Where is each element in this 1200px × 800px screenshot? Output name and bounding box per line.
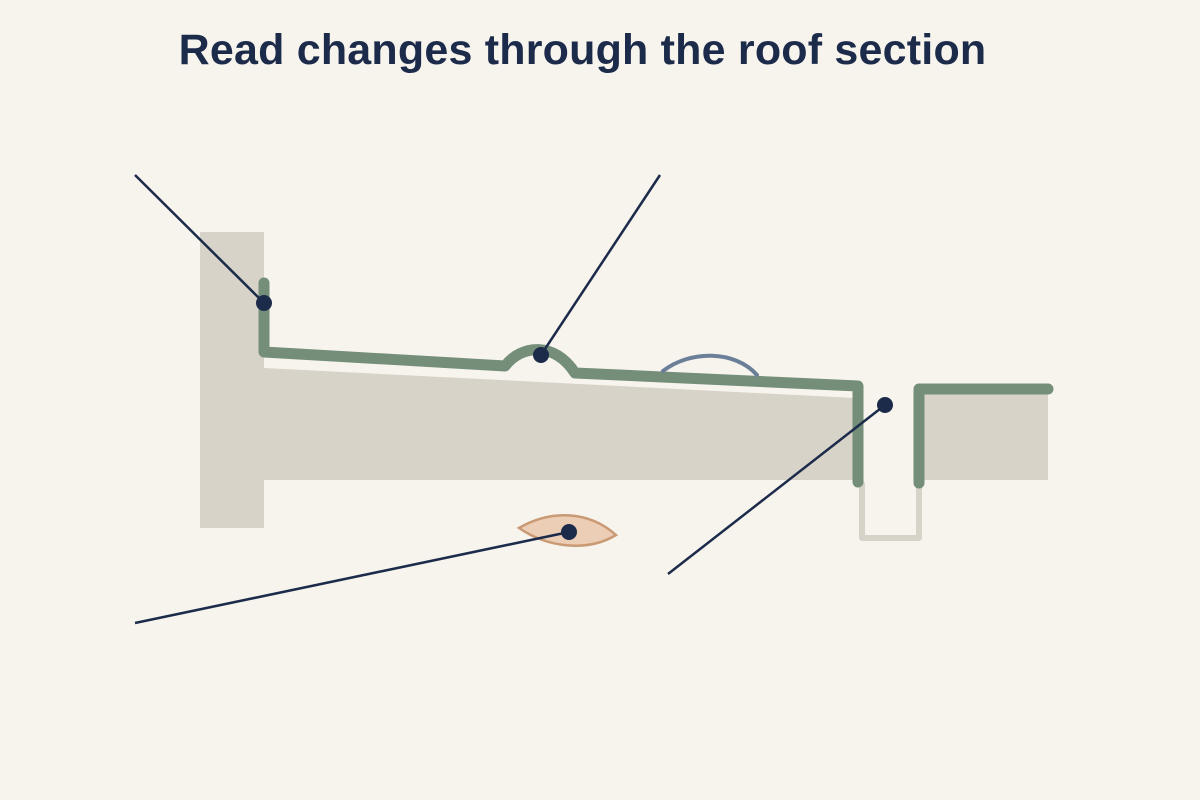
roof-deck-slab xyxy=(264,368,855,480)
underside-stain-marker[interactable] xyxy=(561,524,577,540)
page-title: Read changes through the roof section xyxy=(178,26,987,74)
leader-line xyxy=(134,174,265,304)
adjacent-membrane xyxy=(913,383,1054,489)
adjacent-roof-slab xyxy=(920,390,1048,480)
leader-line xyxy=(134,530,570,625)
membrane-bump-marker[interactable] xyxy=(533,347,549,363)
parapet-wall xyxy=(200,232,264,528)
leader-line xyxy=(539,174,662,356)
rooflight-dome xyxy=(661,353,759,377)
drain-outlet-marker[interactable] xyxy=(877,397,893,413)
callout-markers xyxy=(256,295,893,540)
roof-structure xyxy=(200,232,1048,528)
parapet-upstand-marker[interactable] xyxy=(256,295,272,311)
leader-line xyxy=(667,404,886,575)
drain-gutter xyxy=(859,481,922,541)
leader-lines xyxy=(134,174,886,625)
